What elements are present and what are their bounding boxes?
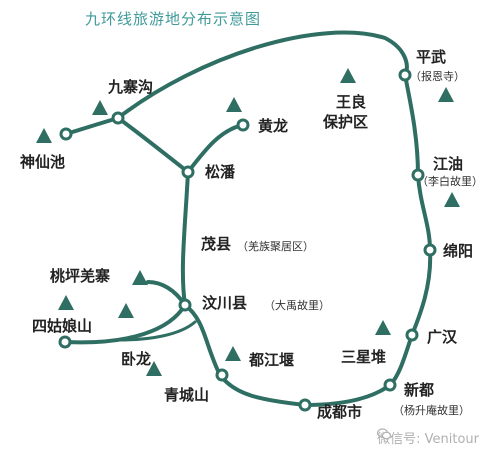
label-guanghan: 广汉 (427, 328, 458, 346)
label-siguniang: 四姑娘山 (32, 317, 93, 335)
label-jiangyou: 江油 (433, 155, 464, 173)
map-title: 九环线旅游地分布示意图 (85, 10, 262, 28)
watermark-text: 微信号: Venitour (377, 432, 479, 447)
label-wangliang: 王良 (336, 93, 367, 111)
mountain-icon (132, 270, 148, 285)
mountain-icon (375, 320, 391, 335)
route-siguniang (63, 303, 187, 345)
route-shenxianchi (64, 116, 120, 136)
mountain-icon (444, 192, 460, 207)
label-chengdu: 成都市 (317, 403, 363, 421)
label-maoxian: 茂县 (201, 235, 232, 253)
mountain-icon (58, 295, 74, 310)
node-xindu (383, 378, 397, 392)
label-songpan: 松潘 (205, 163, 236, 181)
label-baoensi: （报恩寺） (410, 70, 465, 83)
label-taoping: 桃坪羌寨 (50, 267, 111, 285)
label-yangshengan: （杨升庵故里） (393, 404, 470, 417)
wechat-icon (377, 428, 392, 440)
node-mianyang (423, 243, 437, 257)
node-siguniang (58, 335, 72, 349)
route-nodes (58, 68, 437, 412)
label-xindu: 新都 (404, 381, 435, 399)
label-libaiguli: （李白故里） (417, 175, 483, 188)
node-pingwu (398, 68, 412, 82)
label-qiangzu: （羌族聚居区） (237, 240, 314, 253)
label-baohuqu: 保护区 (323, 113, 369, 131)
mountain-icon (36, 128, 52, 143)
watermark: 微信号: Venitour (377, 428, 479, 447)
label-mianyang: 绵阳 (443, 242, 474, 260)
mountain-markers (36, 68, 460, 376)
label-dayuguli: （大禹故里） (264, 299, 330, 312)
route-wolong (118, 320, 197, 342)
label-huanglong: 黄龙 (258, 117, 289, 135)
label-pingwu: 平武 (416, 48, 447, 66)
label-sanxingdui: 三星堆 (341, 348, 387, 366)
mountain-icon (118, 303, 134, 318)
label-shenxianchi: 神仙池 (20, 153, 66, 171)
label-jiuzhaigou: 九寨沟 (108, 78, 154, 96)
node-wenchuan (178, 298, 192, 312)
route-loop (116, 30, 433, 407)
mountain-icon (225, 346, 241, 361)
route-taoping (146, 280, 187, 307)
label-dujiangyan: 都江堰 (249, 351, 295, 369)
node-shenxianchi (59, 127, 73, 141)
mountain-icon (226, 97, 242, 112)
node-guanghan (405, 328, 419, 342)
node-jiuzhaigou (111, 111, 125, 125)
label-qingchengshan: 青城山 (164, 386, 210, 404)
mountain-icon (438, 87, 454, 102)
node-chengdu (298, 398, 312, 412)
mountain-icon (92, 100, 108, 115)
mountain-icon (340, 68, 356, 83)
node-jiangyou (411, 168, 425, 182)
mountain-icon (146, 361, 162, 376)
node-dujiangyan (215, 368, 229, 382)
label-wenchuan: 汶川县 (202, 294, 248, 312)
node-huanglong (236, 118, 250, 132)
node-songpan (181, 165, 195, 179)
label-wolong: 卧龙 (121, 350, 152, 368)
